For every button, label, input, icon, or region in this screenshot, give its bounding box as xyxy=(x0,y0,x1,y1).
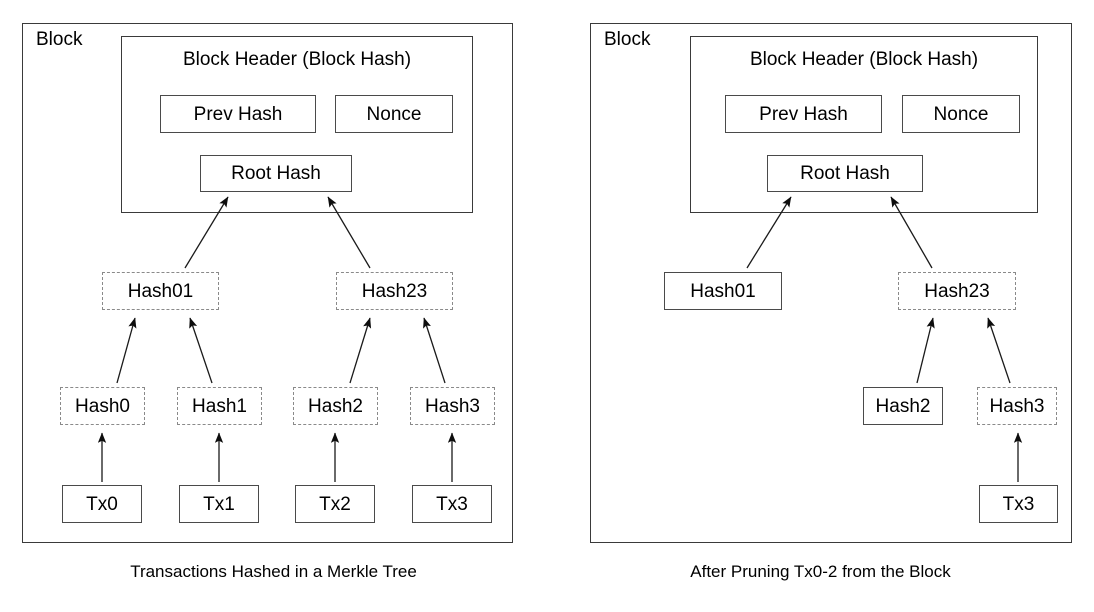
node-nonce-left[interactable]: Nonce xyxy=(335,95,453,133)
node-hash1-left[interactable]: Hash1 xyxy=(177,387,262,425)
node-prev-hash-left[interactable]: Prev Hash xyxy=(160,95,316,133)
node-tx3-left[interactable]: Tx3 xyxy=(412,485,492,523)
node-prev-hash-right[interactable]: Prev Hash xyxy=(725,95,882,133)
node-hash3-left[interactable]: Hash3 xyxy=(410,387,495,425)
node-tx3-right[interactable]: Tx3 xyxy=(979,485,1058,523)
block-label-left: Block xyxy=(36,29,83,50)
node-hash01-left[interactable]: Hash01 xyxy=(102,272,219,310)
node-hash2-right[interactable]: Hash2 xyxy=(863,387,943,425)
node-tx2-left[interactable]: Tx2 xyxy=(295,485,375,523)
node-hash0-left[interactable]: Hash0 xyxy=(60,387,145,425)
node-hash3-right[interactable]: Hash3 xyxy=(977,387,1057,425)
node-tx1-left[interactable]: Tx1 xyxy=(179,485,259,523)
caption-left: Transactions Hashed in a Merkle Tree xyxy=(130,562,417,581)
block-header-title-right: Block Header (Block Hash) xyxy=(749,49,979,70)
block-header-title-left: Block Header (Block Hash) xyxy=(182,49,412,70)
node-hash01-right[interactable]: Hash01 xyxy=(664,272,782,310)
panel-left: Block Block Header (Block Hash) Prev Has… xyxy=(22,23,513,581)
block-outline-left xyxy=(22,23,513,543)
node-hash2-left[interactable]: Hash2 xyxy=(293,387,378,425)
block-outline-right xyxy=(590,23,1072,543)
node-hash23-left[interactable]: Hash23 xyxy=(336,272,453,310)
node-nonce-right[interactable]: Nonce xyxy=(902,95,1020,133)
node-root-hash-right[interactable]: Root Hash xyxy=(767,155,923,192)
node-tx0-left[interactable]: Tx0 xyxy=(62,485,142,523)
block-label-right: Block xyxy=(604,29,651,50)
caption-right: After Pruning Tx0-2 from the Block xyxy=(690,562,951,581)
node-root-hash-left[interactable]: Root Hash xyxy=(200,155,352,192)
node-hash23-right[interactable]: Hash23 xyxy=(898,272,1016,310)
